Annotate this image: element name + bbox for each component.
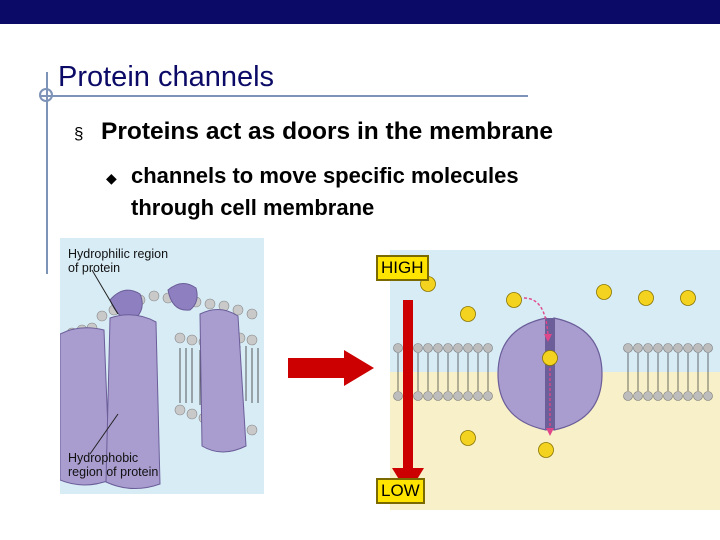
hydrophilic-label: Hydrophilic region of protein (68, 247, 168, 275)
right-arrow-icon (288, 350, 374, 386)
hydrophobic-label: Hydrophobic region of protein (68, 451, 158, 479)
sub-bullet-marker: ◆ (106, 170, 117, 186)
gradient-arrow-shaft (403, 300, 413, 470)
membrane-heads (393, 343, 713, 401)
hydrophobic-label-line: region of protein (68, 465, 159, 479)
title-underline (40, 95, 528, 97)
low-concentration-label: LOW (376, 478, 425, 504)
high-concentration-label: HIGH (376, 255, 429, 281)
molecules (420, 276, 696, 458)
channel-diagram (390, 250, 720, 510)
hydrophilic-label-line: of protein (68, 261, 121, 275)
sub-bullet-line: through cell membrane (131, 195, 375, 220)
header-bar (0, 0, 720, 24)
hydrophobic-label-line: Hydrophobic (68, 451, 139, 465)
bullet-marker: § (74, 124, 84, 143)
bullet-text: Proteins act as doors in the membrane (101, 118, 554, 145)
hydrophilic-label-line: Hydrophilic region (68, 247, 169, 261)
membrane-tails (397, 353, 709, 391)
vertical-rule (46, 72, 48, 274)
sub-bullet-line: channels to move specific molecules (131, 163, 519, 188)
membrane-protein-illustration (60, 238, 264, 494)
slide-title: Protein channels (58, 61, 275, 93)
sub-bullet-text: channels to move specific molecules thro… (131, 160, 519, 224)
